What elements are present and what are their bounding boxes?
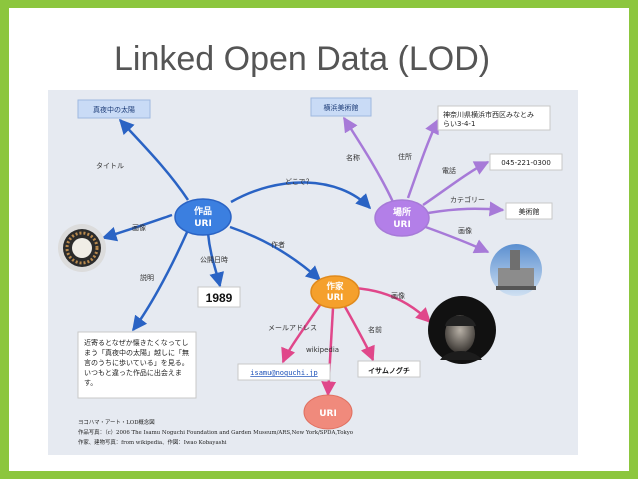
edge-address [406, 118, 440, 199]
value-place-name: 横浜美術館 [310, 97, 372, 117]
edge-label-title: タイトル [96, 161, 124, 170]
svg-text:す。: す。 [84, 379, 97, 387]
edge-image-artist [352, 286, 432, 324]
edge-label-wikipedia: wikipedia [306, 346, 339, 354]
slide-title: Linked Open Data (LOD) [114, 40, 491, 78]
edge-label-email: メールアドレス [268, 324, 317, 332]
svg-text:近寄るとなぜか懐きたくなってし: 近寄るとなぜか懐きたくなってし [84, 338, 188, 347]
edge-published [206, 232, 224, 288]
value-phone: 045-221-0300 [489, 153, 563, 171]
edge-description [131, 229, 190, 332]
credit-line-2: 作品写真：（c）2006 The Isamu Noguchi Foundatio… [78, 428, 353, 436]
credit-line-1: ヨコハマ・アート・LOD概念図 [78, 418, 155, 426]
edge-label-author: 作者 [271, 240, 285, 249]
svg-text:真夜中の太陽: 真夜中の太陽 [93, 105, 135, 114]
value-description: 近寄るとなぜか懐きたくなってし まう「真夜中の太陽」越しに「無 言のうちに歩いて… [77, 331, 197, 399]
edge-title [118, 118, 190, 201]
artwork-photo [58, 224, 106, 272]
artist-uri-node: 作家 URI [310, 275, 360, 309]
credit-line-3: 作家、建物写真：from wikipedia、作図：Iwao Kobayashi [78, 438, 227, 446]
svg-text:作品: 作品 [194, 205, 212, 217]
svg-text:URI: URI [194, 219, 212, 229]
svg-text:美術館: 美術館 [519, 207, 540, 216]
value-year: 1989 [197, 286, 241, 308]
value-work-title: 真夜中の太陽 [77, 99, 151, 119]
edge-label-address: 住所 [398, 152, 412, 161]
svg-text:いつもと違った作品に出会えま: いつもと違った作品に出会えま [84, 368, 182, 377]
value-artist-name: イサムノグチ [357, 360, 421, 378]
edge-label-image-place: 画像 [458, 226, 472, 235]
edge-where [230, 181, 372, 210]
diagram-canvas: タイトル 画像 説明 公開日時 作者 どこで？ 名称 住所 電話 カテゴリー 画… [58, 97, 563, 446]
svg-text:神奈川県横浜市西区みなとみ: 神奈川県横浜市西区みなとみ [443, 110, 534, 119]
edge-name [342, 116, 395, 203]
edge-label-description: 説明 [140, 273, 154, 282]
svg-text:URI: URI [319, 409, 337, 419]
svg-text:045-221-0300: 045-221-0300 [501, 159, 551, 167]
value-email: isamu@noguchi.jp [237, 363, 331, 381]
work-uri-node: 作品 URI [174, 198, 232, 236]
svg-text:URI: URI [393, 220, 411, 230]
museum-photo [490, 244, 542, 296]
artist-photo [428, 296, 496, 364]
edge-label-name: 名称 [346, 153, 360, 162]
value-address: 神奈川県横浜市西区みなとみ らい3-4-1 [437, 105, 551, 131]
edge-image-work [101, 213, 173, 242]
svg-text:作家: 作家 [326, 281, 344, 292]
svg-text:イサムノグチ: イサムノグチ [368, 366, 410, 375]
edge-label-artist-name: 名前 [368, 325, 382, 334]
edge-email [281, 304, 322, 364]
edge-label-published: 公開日時 [200, 256, 228, 264]
edge-label-where: どこで？ [285, 178, 313, 186]
svg-text:らい3-4-1: らい3-4-1 [443, 120, 475, 128]
svg-text:1989: 1989 [206, 291, 233, 305]
svg-text:言のうちに歩いている」を見る。: 言のうちに歩いている」を見る。 [84, 358, 189, 367]
edge-label-image-work: 画像 [132, 223, 146, 232]
edge-phone [422, 160, 490, 207]
place-uri-node: 場所 URI [374, 199, 430, 237]
edge-artist-name [342, 304, 375, 362]
wikipedia-uri-node: URI [303, 394, 353, 430]
edge-label-image-artist: 画像 [391, 291, 405, 300]
edge-category [427, 201, 505, 217]
svg-text:まう「真夜中の太陽」越しに「無: まう「真夜中の太陽」越しに「無 [84, 348, 189, 357]
edge-label-phone: 電話 [442, 166, 456, 175]
edge-label-category: カテゴリー [450, 195, 485, 204]
svg-text:URI: URI [327, 293, 344, 303]
edge-author [229, 225, 322, 282]
edge-wikipedia [321, 307, 337, 397]
svg-text:isamu@noguchi.jp: isamu@noguchi.jp [250, 369, 317, 377]
lod-diagram: タイトル 画像 説明 公開日時 作者 どこで？ 名称 住所 電話 カテゴリー 画… [48, 90, 578, 455]
svg-text:横浜美術館: 横浜美術館 [324, 103, 359, 112]
value-category: 美術館 [505, 202, 553, 220]
svg-text:場所: 場所 [393, 206, 411, 218]
edge-image-place [419, 223, 490, 254]
